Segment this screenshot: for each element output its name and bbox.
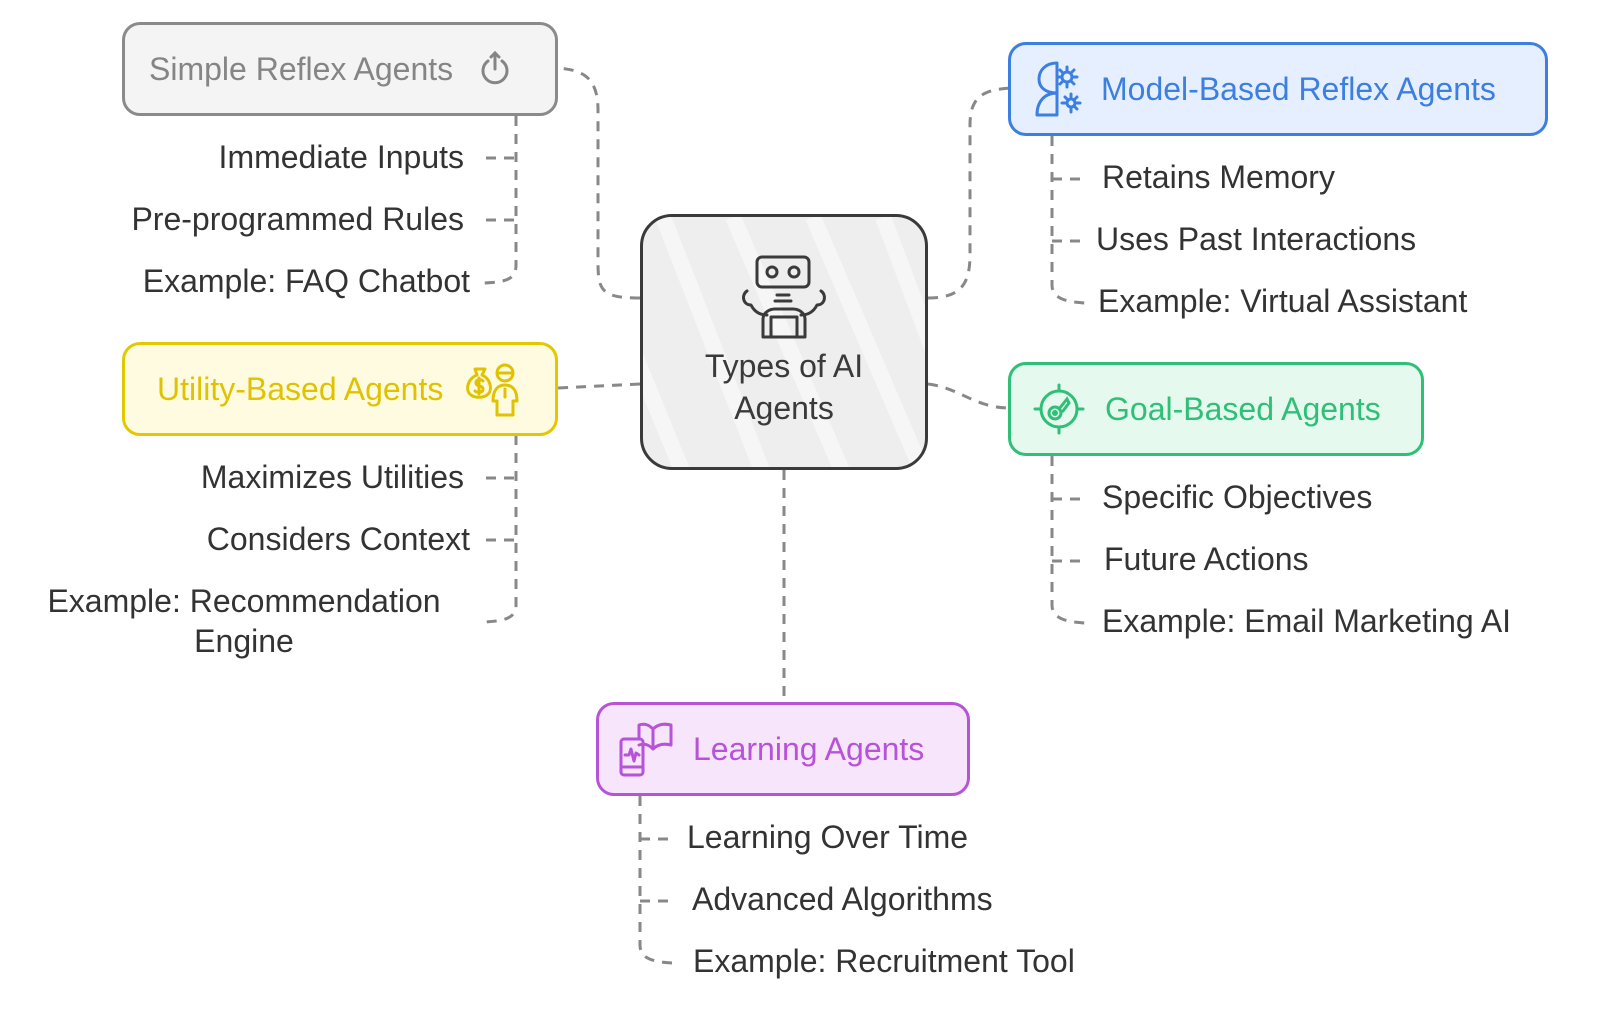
- leaf-considers-context: Considers Context: [206, 521, 470, 557]
- leaf-example-email-marketing-ai: Example: Email Marketing AI: [1102, 603, 1512, 639]
- leaf-specific-objectives: Specific Objectives: [1102, 479, 1373, 515]
- head-gear-icon: [1035, 61, 1082, 117]
- leaf-advanced-algorithms: Advanced Algorithms: [692, 881, 993, 917]
- leaf-learning-over-time: Learning Over Time: [687, 819, 969, 855]
- target-icon: [1033, 383, 1085, 435]
- leaf-retains-memory: Retains Memory: [1102, 159, 1335, 195]
- robot-icon: [742, 255, 826, 339]
- spine-simple-reflex: [483, 116, 518, 285]
- node-learning-agents[interactable]: Learning Agents: [596, 702, 970, 796]
- node-label: Learning Agents: [693, 730, 925, 767]
- leaf-example-recommendation-engine: Example: Recommendation Engine: [47, 583, 441, 659]
- leaf-immediate-inputs: Immediate Inputs: [218, 139, 464, 175]
- hatch-texture: [643, 217, 925, 467]
- leaf-example-virtual-assistant: Example: Virtual Assistant: [1098, 283, 1468, 319]
- spine-utility-based: [483, 435, 518, 624]
- leaf-future-actions: Future Actions: [1104, 541, 1309, 577]
- spine-goal-based: [1050, 456, 1086, 625]
- leaf-example-recruitment-tool: Example: Recruitment Tool: [693, 943, 1075, 979]
- leaf-example-faq-chatbot: Example: FAQ Chatbot: [142, 263, 470, 299]
- node-simple-reflex-agents[interactable]: Simple Reflex Agents: [122, 22, 558, 116]
- leaf-uses-past-interactions: Uses Past Interactions: [1096, 221, 1417, 257]
- power-icon: [481, 50, 509, 85]
- connector-utility-based: [557, 382, 641, 390]
- phone-book-icon: [619, 722, 673, 777]
- spine-model-based: [1050, 136, 1086, 305]
- node-label: Simple Reflex Agents: [149, 50, 454, 87]
- node-utility-based-agents[interactable]: Utility-Based Agents: [122, 342, 558, 436]
- center-title: Types of AI Agents: [704, 348, 864, 426]
- node-label: Model-Based Reflex Agents: [1101, 70, 1496, 107]
- center-node[interactable]: Types of AI Agents: [640, 214, 928, 470]
- node-goal-based-agents[interactable]: Goal-Based Agents: [1008, 362, 1424, 456]
- connector-simple-reflex: [557, 66, 641, 300]
- node-label: Utility-Based Agents: [157, 370, 444, 407]
- connector-goal-based: [927, 382, 1011, 410]
- spine-learning: [638, 796, 673, 965]
- node-label: Goal-Based Agents: [1105, 390, 1381, 427]
- money-bag-person-icon: [466, 363, 519, 417]
- leaf-maximizes-utilities: Maximizes Utilities: [200, 459, 464, 495]
- node-model-based-reflex-agents[interactable]: Model-Based Reflex Agents: [1008, 42, 1548, 136]
- connector-model-based: [927, 86, 1011, 300]
- leaf-pre-programmed-rules: Pre-programmed Rules: [131, 201, 464, 237]
